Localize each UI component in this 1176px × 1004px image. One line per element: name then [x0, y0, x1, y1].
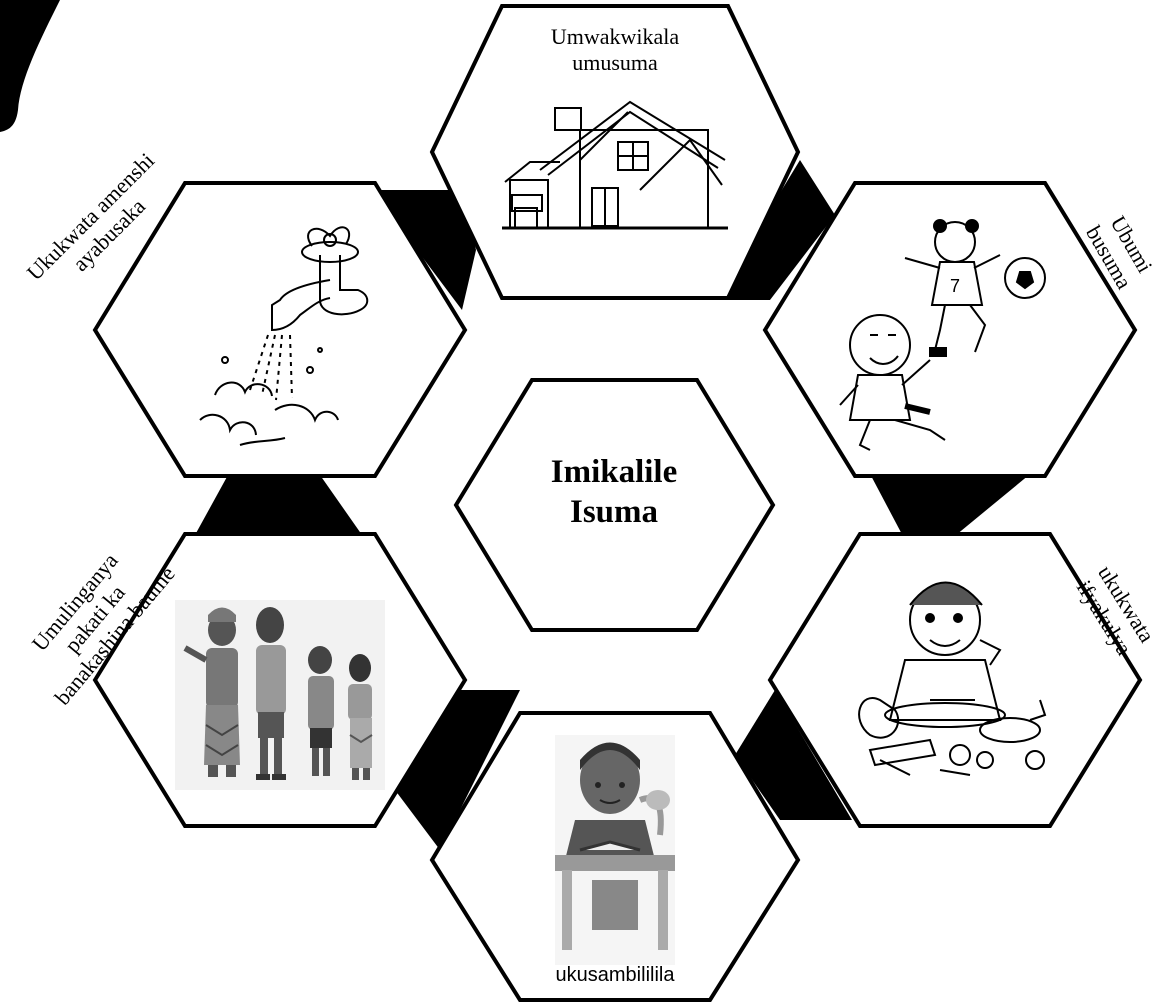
- hexagon-lower-right: [767, 532, 1143, 828]
- house-icon: [502, 100, 728, 230]
- node-top-label: Umwakwikala umusuma: [550, 24, 680, 75]
- hexagon-top: [429, 4, 801, 300]
- family-icon: [175, 600, 385, 790]
- hexagon-center: [453, 378, 776, 632]
- hexagon-upper-right: [762, 181, 1138, 478]
- girl-with-food-icon: [858, 581, 1047, 776]
- connector-left: [195, 475, 362, 535]
- corner-blob-shape: [0, 0, 60, 132]
- children-playing-football-icon: 7: [839, 219, 1046, 451]
- connector-right: [868, 470, 1035, 540]
- center-title: Imikalile Isuma: [550, 454, 678, 530]
- water-tap-icon: [199, 226, 369, 446]
- connector-bottom-right: [735, 690, 852, 820]
- node-bottom-label: ukusambililila: [555, 964, 675, 986]
- svg-text:7: 7: [950, 276, 960, 296]
- student-reading-icon: [555, 735, 675, 965]
